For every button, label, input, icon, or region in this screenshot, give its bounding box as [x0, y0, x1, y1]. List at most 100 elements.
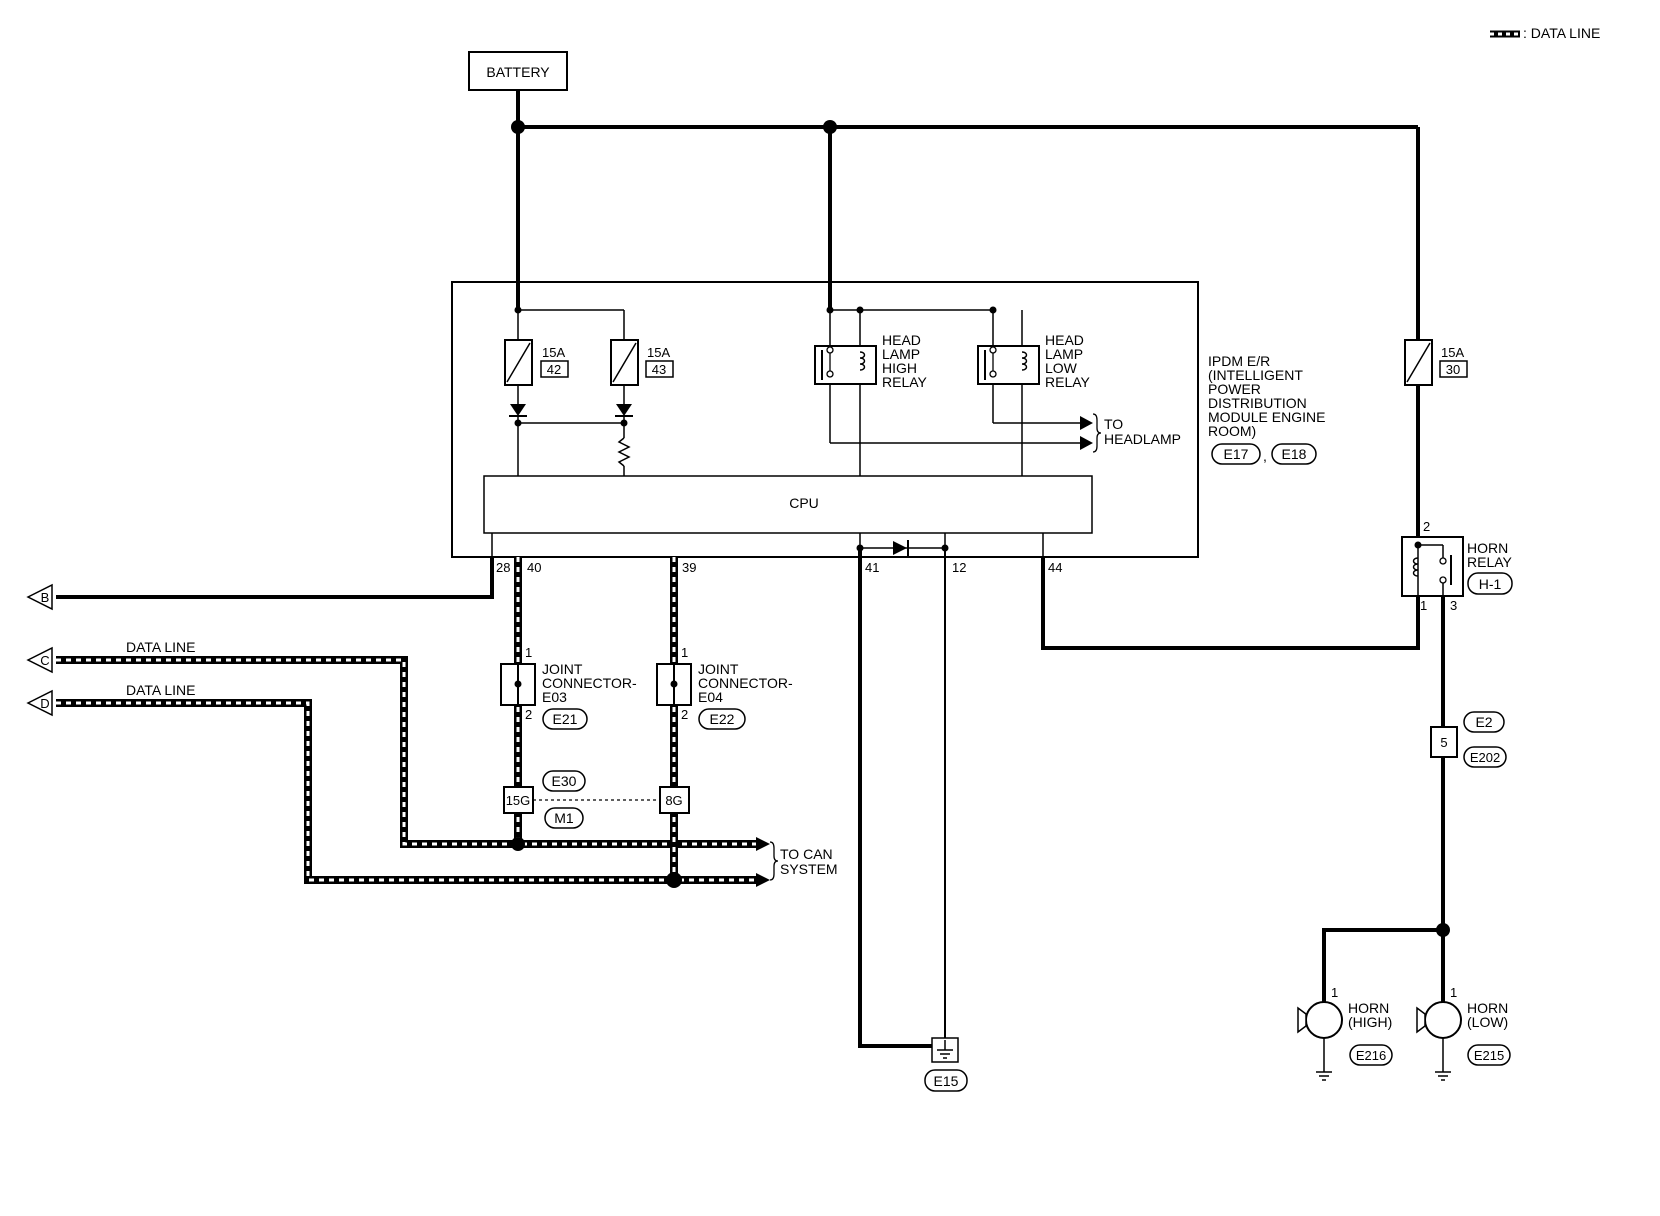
junction-dot: [511, 837, 525, 851]
joint-connector-e04: 1 2 JOINT CONNECTOR- E04 E22: [656, 645, 793, 730]
offpage-connector-d[interactable]: [26, 689, 53, 717]
inline-pin-5: 5: [1440, 735, 1447, 750]
connector-e202: E202: [1470, 750, 1500, 765]
ipdm-box: [451, 281, 1199, 558]
junction-dot: [514, 419, 522, 427]
to-headlamp-line: HEADLAMP: [1104, 431, 1181, 447]
diode-icon: [510, 404, 526, 416]
connector-e22: E22: [710, 711, 735, 727]
pin-39: 39: [682, 560, 696, 575]
junction-dot: [856, 306, 864, 314]
connector-e21: E21: [553, 711, 578, 727]
head-lamp-low-relay: HEAD LAMP LOW RELAY: [977, 332, 1091, 390]
horn-low: 1 HORN (LOW) E215: [1416, 985, 1511, 1081]
ipdm-comma: ,: [1263, 448, 1267, 464]
junction-dot: [666, 872, 682, 888]
arrow-icon: [1080, 416, 1093, 430]
joint1-pin2: 2: [525, 707, 532, 722]
junction-dot: [511, 120, 525, 134]
fuse-30-amp: 15A: [1441, 345, 1464, 360]
pin-41: 41: [865, 560, 879, 575]
fuse-30: 15A 30: [1404, 339, 1468, 386]
diode-icon: [893, 541, 907, 555]
joint2-pin2: 2: [681, 707, 688, 722]
junction-dot: [826, 306, 834, 314]
ipdm-internal-wiring: [517, 309, 1080, 476]
arrow-icon: [756, 837, 770, 851]
cpu-pin-leads: [491, 533, 1044, 557]
connector-e17: E17: [1224, 446, 1249, 462]
horn-low-label-line: HORN: [1467, 1000, 1508, 1016]
brace-icon: [769, 841, 779, 881]
connector-e30: E30: [552, 773, 577, 789]
ipdm-label-line: POWER: [1208, 381, 1261, 397]
diode-icon: [616, 404, 632, 416]
joint1-pin1: 1: [525, 645, 532, 660]
joint2-pin1: 1: [681, 645, 688, 660]
fuse-43-number: 43: [652, 362, 666, 377]
head-lamp-high-relay: HEAD LAMP HIGH RELAY: [814, 332, 928, 390]
ipdm-label-line: MODULE ENGINE: [1208, 409, 1325, 425]
ground-connector-badge: [924, 1069, 968, 1092]
horn-relay-pin1: 1: [1420, 598, 1427, 613]
connector-e15: E15: [934, 1073, 959, 1089]
relay-label-line: LAMP: [882, 346, 920, 362]
offpage-b-label: B: [41, 590, 50, 605]
terminal-8g: 8G: [665, 793, 682, 808]
joint-connector-e03: 1 2 JOINT CONNECTOR- E03 E21: [500, 645, 637, 730]
horn-relay-pin3: 3: [1450, 598, 1457, 613]
relay-label-line: HEAD: [882, 332, 921, 348]
offpage-c-label: C: [40, 653, 49, 668]
wire-horn-high: [1322, 928, 1443, 1002]
joint2-label-line: JOINT: [698, 661, 739, 677]
cpu-label: CPU: [789, 495, 819, 511]
fuse-30-number: 30: [1446, 362, 1460, 377]
fuse-42-number: 42: [547, 362, 561, 377]
cpu-box: [483, 475, 1093, 534]
horn-high-pin1: 1: [1331, 985, 1338, 1000]
horn-high-label-line: HORN: [1348, 1000, 1389, 1016]
ipdm-label-line: (INTELLIGENT: [1208, 367, 1303, 383]
joint1-label-line: JOINT: [542, 661, 583, 677]
joint1-label-line: E03: [542, 689, 567, 705]
relay-label-line: RELAY: [882, 374, 928, 390]
horn-relay-label-line: RELAY: [1467, 554, 1513, 570]
harness-connector-e30-m1: 15G 8G E30 M1: [503, 770, 690, 829]
joint1-label-line: CONNECTOR-: [542, 675, 637, 691]
data-line-d-label: DATA LINE: [126, 682, 196, 698]
wire-pin41-ground: [858, 548, 940, 1048]
junction-dot: [620, 419, 628, 427]
connector-h1: H-1: [1479, 576, 1502, 592]
connector-e18: E18: [1282, 446, 1307, 462]
legend: : DATA LINE: [1490, 25, 1600, 41]
connector-e216: E216: [1356, 1048, 1386, 1063]
ipdm-label: IPDM E/R (INTELLIGENT POWER DISTRIBUTION…: [1208, 353, 1325, 465]
horn-high: 1 HORN (HIGH) E216: [1297, 985, 1393, 1081]
offpage-connector-c[interactable]: [26, 646, 53, 674]
connector-e215: E215: [1474, 1048, 1504, 1063]
joint2-label-line: CONNECTOR-: [698, 675, 793, 691]
connector-e2: E2: [1475, 714, 1492, 730]
relay-label-line: HEAD: [1045, 332, 1084, 348]
power-bus: [516, 90, 1420, 545]
connector-e202-badge: [1463, 746, 1507, 768]
data-line-c: [56, 656, 756, 848]
horn-low-pin1: 1: [1450, 985, 1457, 1000]
inline-connector-5: [1430, 726, 1458, 758]
to-headlamp-line: TO: [1104, 416, 1123, 432]
horn-relay-label-line: HORN: [1467, 540, 1508, 556]
offpage-connector-b[interactable]: [26, 583, 53, 611]
offpage-d-label: D: [40, 696, 49, 711]
relay-label-line: HIGH: [882, 360, 917, 376]
arrow-icon: [1080, 436, 1093, 450]
junction-dot: [989, 306, 997, 314]
relay-label-line: LAMP: [1045, 346, 1083, 362]
relay-label-line: LOW: [1045, 360, 1078, 376]
wire-pin44: [1041, 557, 1420, 650]
horn-speaker-icon: [1416, 1006, 1426, 1034]
horn-relay: 2 1 3 HORN RELAY H-1: [1401, 519, 1513, 613]
junction-dot: [1436, 923, 1450, 937]
wire-pin28: [56, 557, 494, 599]
fuse-43-amp: 15A: [647, 345, 670, 360]
